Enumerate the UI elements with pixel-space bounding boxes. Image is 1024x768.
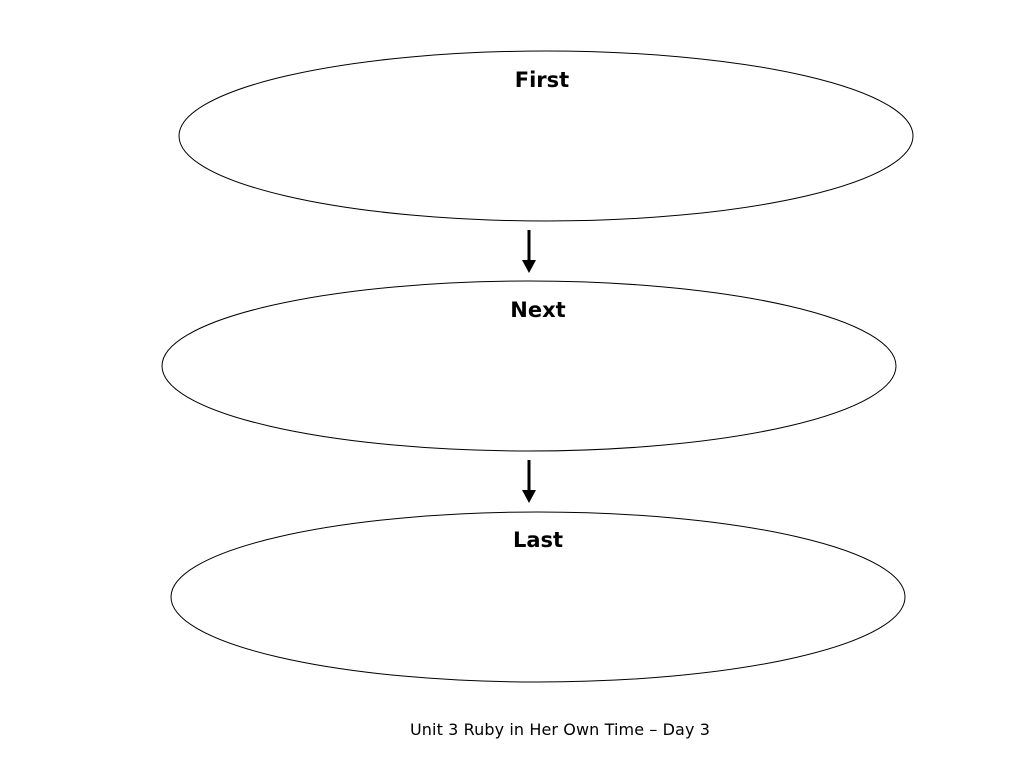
stage-first-oval: [178, 50, 914, 222]
stage-next: Next: [161, 280, 897, 452]
arrowhead-icon: [522, 260, 536, 273]
footer-caption: Unit 3 Ruby in Her Own Time – Day 3: [410, 720, 710, 739]
stage-first: First: [178, 50, 914, 222]
arrowhead-icon: [522, 490, 536, 503]
stage-first-label: First: [515, 68, 569, 92]
stage-last-oval: [170, 511, 906, 683]
stage-last: Last: [170, 511, 906, 683]
stage-next-oval: [161, 280, 897, 452]
stage-last-label: Last: [513, 528, 563, 552]
arrow-next-to-last: [522, 460, 536, 503]
arrow-first-to-next: [522, 230, 536, 273]
stage-next-label: Next: [510, 298, 565, 322]
